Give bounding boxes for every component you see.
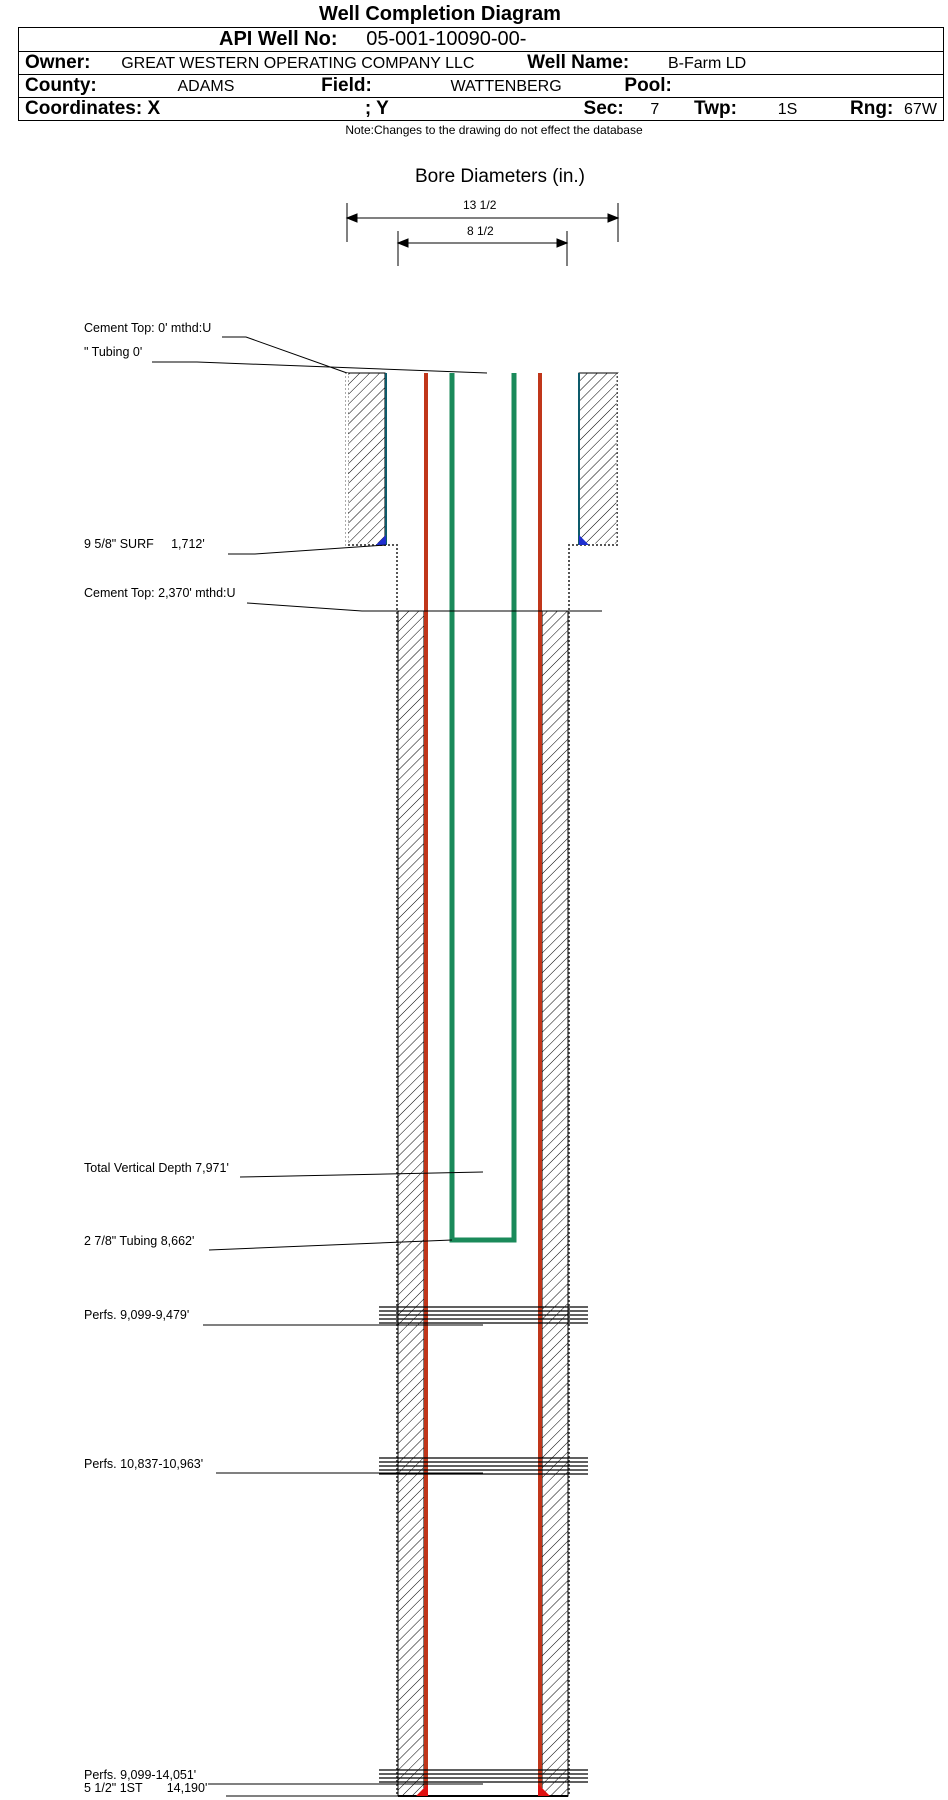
production-casing-shoe-right: [538, 1784, 550, 1796]
production-casing-shoe-left: [416, 1784, 428, 1796]
tubing-string: [449, 373, 517, 1243]
county-value: ADAMS: [177, 78, 235, 95]
owner-label: Owner:: [25, 52, 91, 73]
callout-surface-casing: 9 5/8" SURF 1,712': [84, 537, 205, 551]
bore-inner-diameter: 8 1/2: [467, 224, 494, 238]
callout-total-vertical-depth: Total Vertical Depth 7,971': [84, 1161, 229, 1175]
diagram-title: Well Completion Diagram: [319, 3, 561, 25]
county-row: County: ADAMS Field: WATTENBERG Pool:: [18, 74, 944, 98]
coords-label: Coordinates: X: [25, 98, 161, 119]
callout-perfs-3: Perfs. 9,099-14,051': [84, 1768, 197, 1782]
twp-value: 1S: [777, 101, 798, 118]
perf-zone-2: [379, 1457, 588, 1475]
bore-dimension-lines: [345, 203, 620, 266]
owner-row: Owner: GREAT WESTERN OPERATING COMPANY L…: [18, 51, 944, 75]
well-header-table: API Well No: 05-001-10090-00- Owner: GRE…: [18, 27, 944, 121]
perf-zone-1: [379, 1306, 588, 1324]
surface-casing: [376, 373, 589, 545]
drawing-note: Note:Changes to the drawing do not effec…: [345, 123, 643, 137]
callout-cement-top-production: Cement Top: 2,370' mthd:U: [84, 586, 236, 600]
bore-outer-diameter: 13 1/2: [463, 198, 497, 212]
perf-zone-3: [379, 1769, 588, 1783]
well-name-value: B-Farm LD: [667, 55, 747, 72]
owner-value: GREAT WESTERN OPERATING COMPANY LLC: [121, 55, 475, 72]
field-value: WATTENBERG: [450, 78, 562, 95]
callout-production-casing: 5 1/2" 1ST 14,190': [84, 1781, 208, 1795]
production-casing: [416, 373, 550, 1796]
callout-tubing-top: " Tubing 0': [84, 345, 143, 359]
rng-label: Rng:: [850, 98, 894, 119]
production-cement: [397, 610, 569, 1797]
callout-perfs-1: Perfs. 9,099-9,479': [84, 1308, 190, 1322]
callout-leaders: [152, 336, 602, 1797]
surface-casing-shoe-left: [376, 535, 386, 545]
sec-value: 7: [650, 101, 660, 118]
well-name-label: Well Name:: [527, 52, 630, 73]
rng-value: 67W: [904, 101, 937, 118]
twp-label: Twp:: [694, 98, 737, 119]
county-label: County:: [25, 75, 97, 96]
bore-diameters-title: Bore Diameters (in.): [415, 166, 585, 187]
coords-y: ; Y: [364, 98, 389, 119]
pool-label: Pool:: [624, 75, 672, 96]
perforations: [379, 1306, 588, 1783]
coords-row: Coordinates: X ; Y Sec: 7 Twp: 1S Rng: 6…: [18, 97, 944, 121]
sec-label: Sec:: [583, 98, 624, 119]
api-value: 05-001-10090-00-: [366, 28, 527, 50]
surface-casing-shoe-right: [579, 535, 589, 545]
callout-tubing-depth: 2 7/8" Tubing 8,662': [84, 1234, 195, 1248]
callout-cement-top-surface: Cement Top: 0' mthd:U: [84, 321, 212, 335]
api-label: API Well No:: [219, 28, 338, 50]
api-row: API Well No: 05-001-10090-00-: [18, 27, 944, 52]
callout-perfs-2: Perfs. 10,837-10,963': [84, 1457, 204, 1471]
surface-cement: [345, 372, 620, 1796]
field-label: Field:: [321, 75, 372, 96]
